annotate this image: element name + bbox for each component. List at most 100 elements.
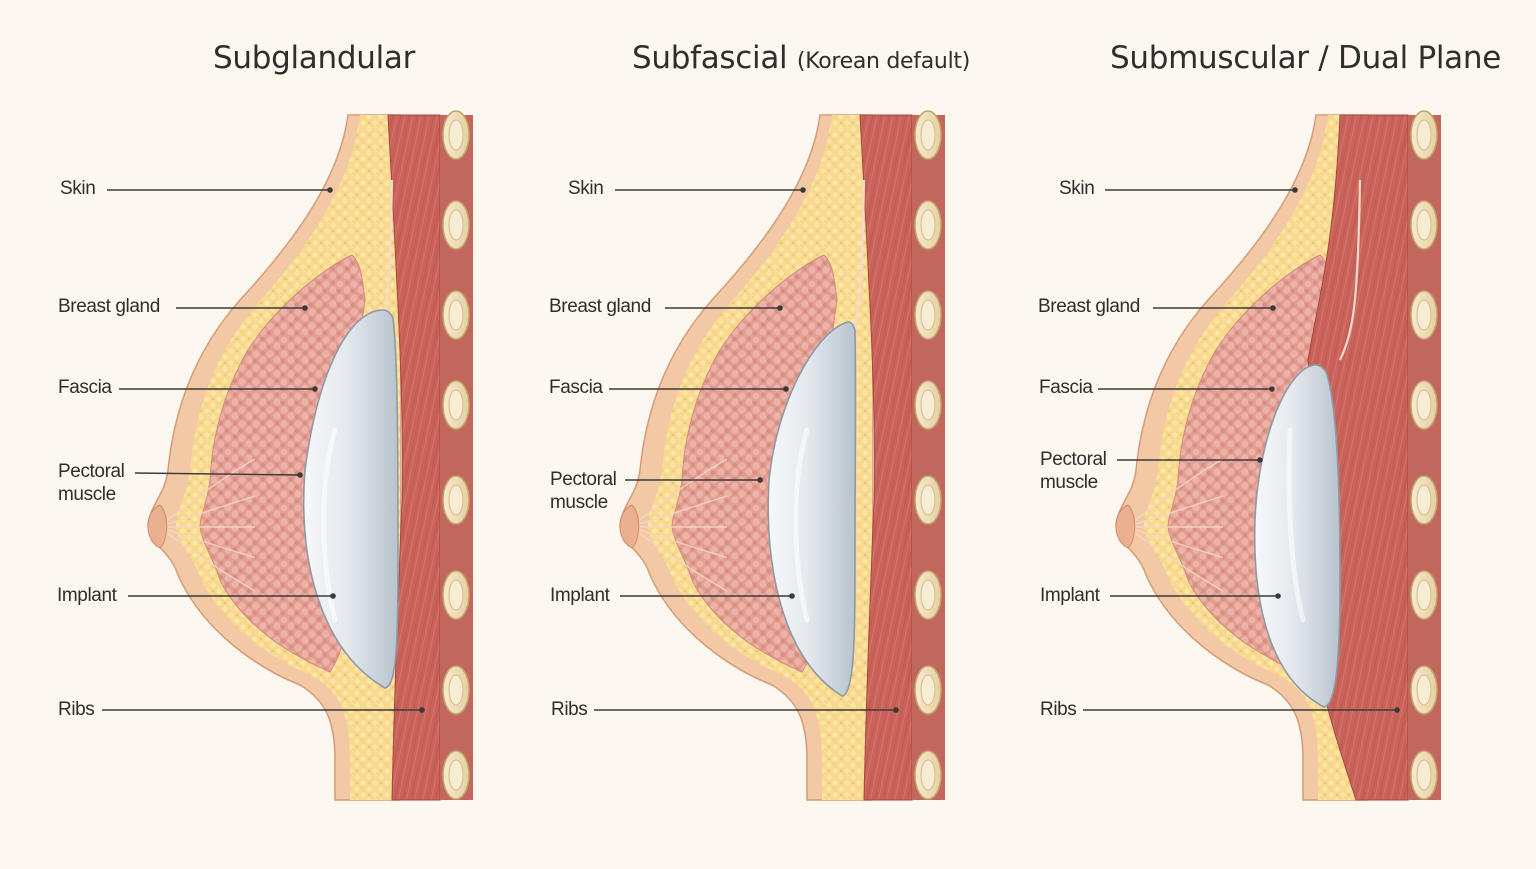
leader-dot-3	[757, 477, 763, 483]
nipple	[619, 504, 640, 549]
title-text: Subfascial	[632, 40, 788, 76]
nipple	[1115, 504, 1136, 549]
rib-marrow-7	[448, 759, 464, 791]
label-ribs: Ribs	[1040, 699, 1077, 720]
rib-marrow-5	[920, 579, 936, 611]
pectoral-muscle	[387, 114, 441, 801]
label-implant: Implant	[550, 585, 610, 606]
label-implant: Implant	[1040, 585, 1100, 606]
rib-marrow-3	[448, 389, 464, 421]
rib-marrow-1	[1416, 209, 1432, 241]
label-pectoral-muscle: Pectoral muscle	[58, 461, 125, 505]
rib-marrow-2	[920, 299, 936, 331]
title-subtitle: (Korean default)	[796, 49, 970, 74]
milk-ducts	[629, 458, 728, 592]
leader-dot-1	[302, 305, 308, 311]
rib-marrow-3	[1416, 389, 1432, 421]
duct-0	[1125, 458, 1224, 528]
leader-lines-1	[594, 187, 899, 713]
label-pectoral-muscle: Pectoral muscle	[550, 469, 617, 513]
rib-marrow-2	[448, 299, 464, 331]
rib-marrow-6	[448, 674, 464, 706]
rib-marrow-4	[448, 484, 464, 516]
leader-dot-5	[419, 707, 425, 713]
cross-section-0	[147, 110, 473, 801]
rib-marrow-7	[1416, 759, 1432, 791]
panel-title-subfascial: Subfascial (Korean default)	[632, 40, 970, 76]
implant-highlight	[793, 427, 810, 623]
panel-title-subglandular: Subglandular	[213, 40, 415, 76]
implant	[767, 321, 857, 697]
leader-dot-4	[1275, 593, 1281, 599]
rib-marrow-5	[448, 579, 464, 611]
label-fascia: Fascia	[549, 377, 603, 398]
duct-1	[629, 495, 728, 528]
rib-marrow-1	[448, 209, 464, 241]
rib-marrow-5	[1416, 579, 1432, 611]
leader-dot-3	[1257, 457, 1263, 463]
rib-marrow-4	[920, 484, 936, 516]
leader-dot-5	[893, 707, 899, 713]
leader-dot-1	[1270, 305, 1276, 311]
rib-marrow-2	[1416, 299, 1432, 331]
rib-marrow-6	[1416, 674, 1432, 706]
rib-marrow-1	[920, 209, 936, 241]
implant	[1253, 364, 1341, 708]
duct-3	[629, 526, 728, 559]
label-implant: Implant	[57, 585, 117, 606]
leader-dot-4	[330, 593, 336, 599]
rib-marrow-7	[920, 759, 936, 791]
duct-3	[157, 526, 256, 559]
panel-title-submuscular: Submuscular / Dual Plane	[1110, 40, 1501, 76]
leader-lines-0	[102, 187, 425, 713]
leader-dot-0	[800, 187, 806, 193]
duct-0	[157, 458, 256, 528]
label-fascia: Fascia	[1039, 377, 1093, 398]
leader-dot-2	[783, 386, 789, 392]
fascia-line	[1339, 179, 1362, 361]
leader-dot-4	[789, 593, 795, 599]
leader-dot-3	[297, 472, 303, 478]
implant-highlight	[321, 427, 338, 623]
leader-dot-0	[327, 187, 333, 193]
duct-4	[157, 526, 256, 592]
label-breast-gland: Breast gland	[58, 296, 160, 317]
duct-4	[629, 526, 728, 592]
pectoral-muscle	[859, 114, 913, 801]
label-skin: Skin	[1059, 178, 1095, 199]
rib-marrow-0	[448, 119, 464, 151]
cross-section-2	[1115, 110, 1441, 801]
duct-0	[629, 458, 728, 528]
rib-marrow-6	[920, 674, 936, 706]
nipple	[147, 504, 168, 549]
rib-marrow-0	[1416, 119, 1432, 151]
duct-1	[157, 495, 256, 528]
leader-lines-2	[1083, 187, 1400, 713]
leader-dot-0	[1292, 187, 1298, 193]
cross-section-1	[619, 110, 945, 801]
leader-line-3	[134, 472, 301, 476]
label-skin: Skin	[568, 178, 604, 199]
label-breast-gland: Breast gland	[549, 296, 651, 317]
label-breast-gland: Breast gland	[1038, 296, 1140, 317]
label-pectoral-muscle: Pectoral muscle	[1040, 449, 1107, 493]
rib-marrow-4	[1416, 484, 1432, 516]
leader-dot-5	[1394, 707, 1400, 713]
duct-3	[1125, 526, 1224, 559]
milk-ducts	[157, 458, 256, 592]
duct-4	[1125, 526, 1224, 592]
title-text: Subglandular	[213, 40, 416, 76]
leader-dot-2	[1269, 386, 1275, 392]
leader-dot-2	[312, 386, 318, 392]
rib-marrow-0	[920, 119, 936, 151]
implant-highlight	[1286, 427, 1306, 623]
leader-dot-1	[777, 305, 783, 311]
rib-marrow-3	[920, 389, 936, 421]
label-ribs: Ribs	[58, 699, 95, 720]
milk-ducts	[1125, 458, 1224, 592]
label-fascia: Fascia	[58, 377, 112, 398]
title-text: Submuscular / Dual Plane	[1110, 40, 1502, 76]
duct-1	[1125, 495, 1224, 528]
